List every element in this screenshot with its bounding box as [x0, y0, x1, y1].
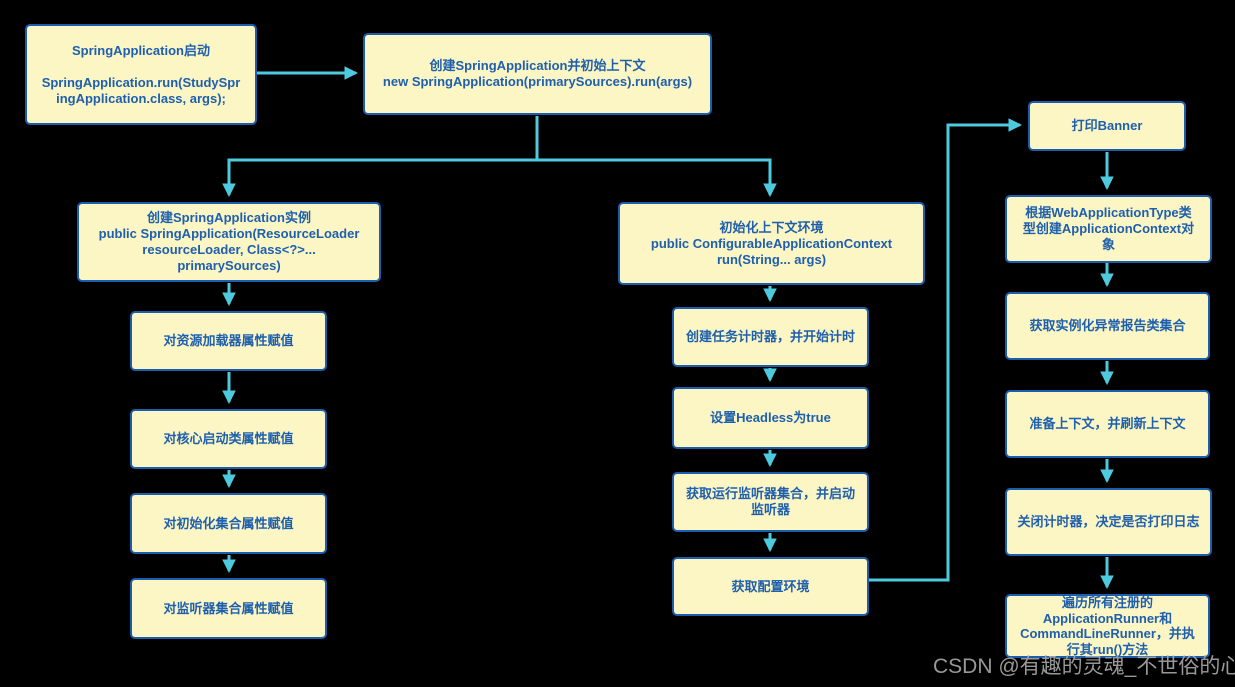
node-get-run-listeners: 获取运行监听器集合，并启动 监听器: [672, 472, 869, 532]
node-prepare-refresh-context: 准备上下文，并刷新上下文: [1005, 390, 1210, 458]
node-create-app-context: 根据WebApplicationType类 型创建ApplicationCont…: [1005, 195, 1212, 263]
connector-branch-right: [537, 158, 777, 198]
node-create-and-run: 创建SpringApplication并初始上下文 new SpringAppl…: [363, 33, 712, 115]
node-get-exception-reporters: 获取实例化异常报告类集合: [1005, 292, 1210, 360]
csdn-watermark: CSDN @有趣的灵魂_不世俗的心: [933, 655, 1235, 678]
node-assign-listeners: 对监听器集合属性赋值: [130, 578, 327, 639]
node-run-runners: 遍历所有注册的 ApplicationRunner和 CommandLineRu…: [1005, 594, 1210, 658]
node-assign-core-class: 对核心启动类属性赋值: [130, 409, 327, 469]
connector-branch-left: [222, 158, 537, 198]
connector-env-to-banner: [869, 118, 1023, 582]
node-print-banner: 打印Banner: [1028, 101, 1186, 151]
node-close-timer: 关闭计时器，决定是否打印日志: [1005, 488, 1212, 556]
node-assign-resource-loader: 对资源加载器属性赋值: [130, 311, 327, 371]
node-get-environment: 获取配置环境: [672, 557, 869, 616]
node-create-instance: 创建SpringApplication实例 public SpringAppli…: [77, 202, 381, 282]
node-init-context: 初始化上下文环境 public ConfigurableApplicationC…: [618, 202, 925, 285]
node-start: SpringApplication启动 SpringApplication.ru…: [25, 24, 257, 125]
node-create-timer: 创建任务计时器，并开始计时: [672, 307, 869, 367]
node-set-headless: 设置Headless为true: [672, 387, 869, 449]
node-assign-initializers: 对初始化集合属性赋值: [130, 493, 327, 554]
